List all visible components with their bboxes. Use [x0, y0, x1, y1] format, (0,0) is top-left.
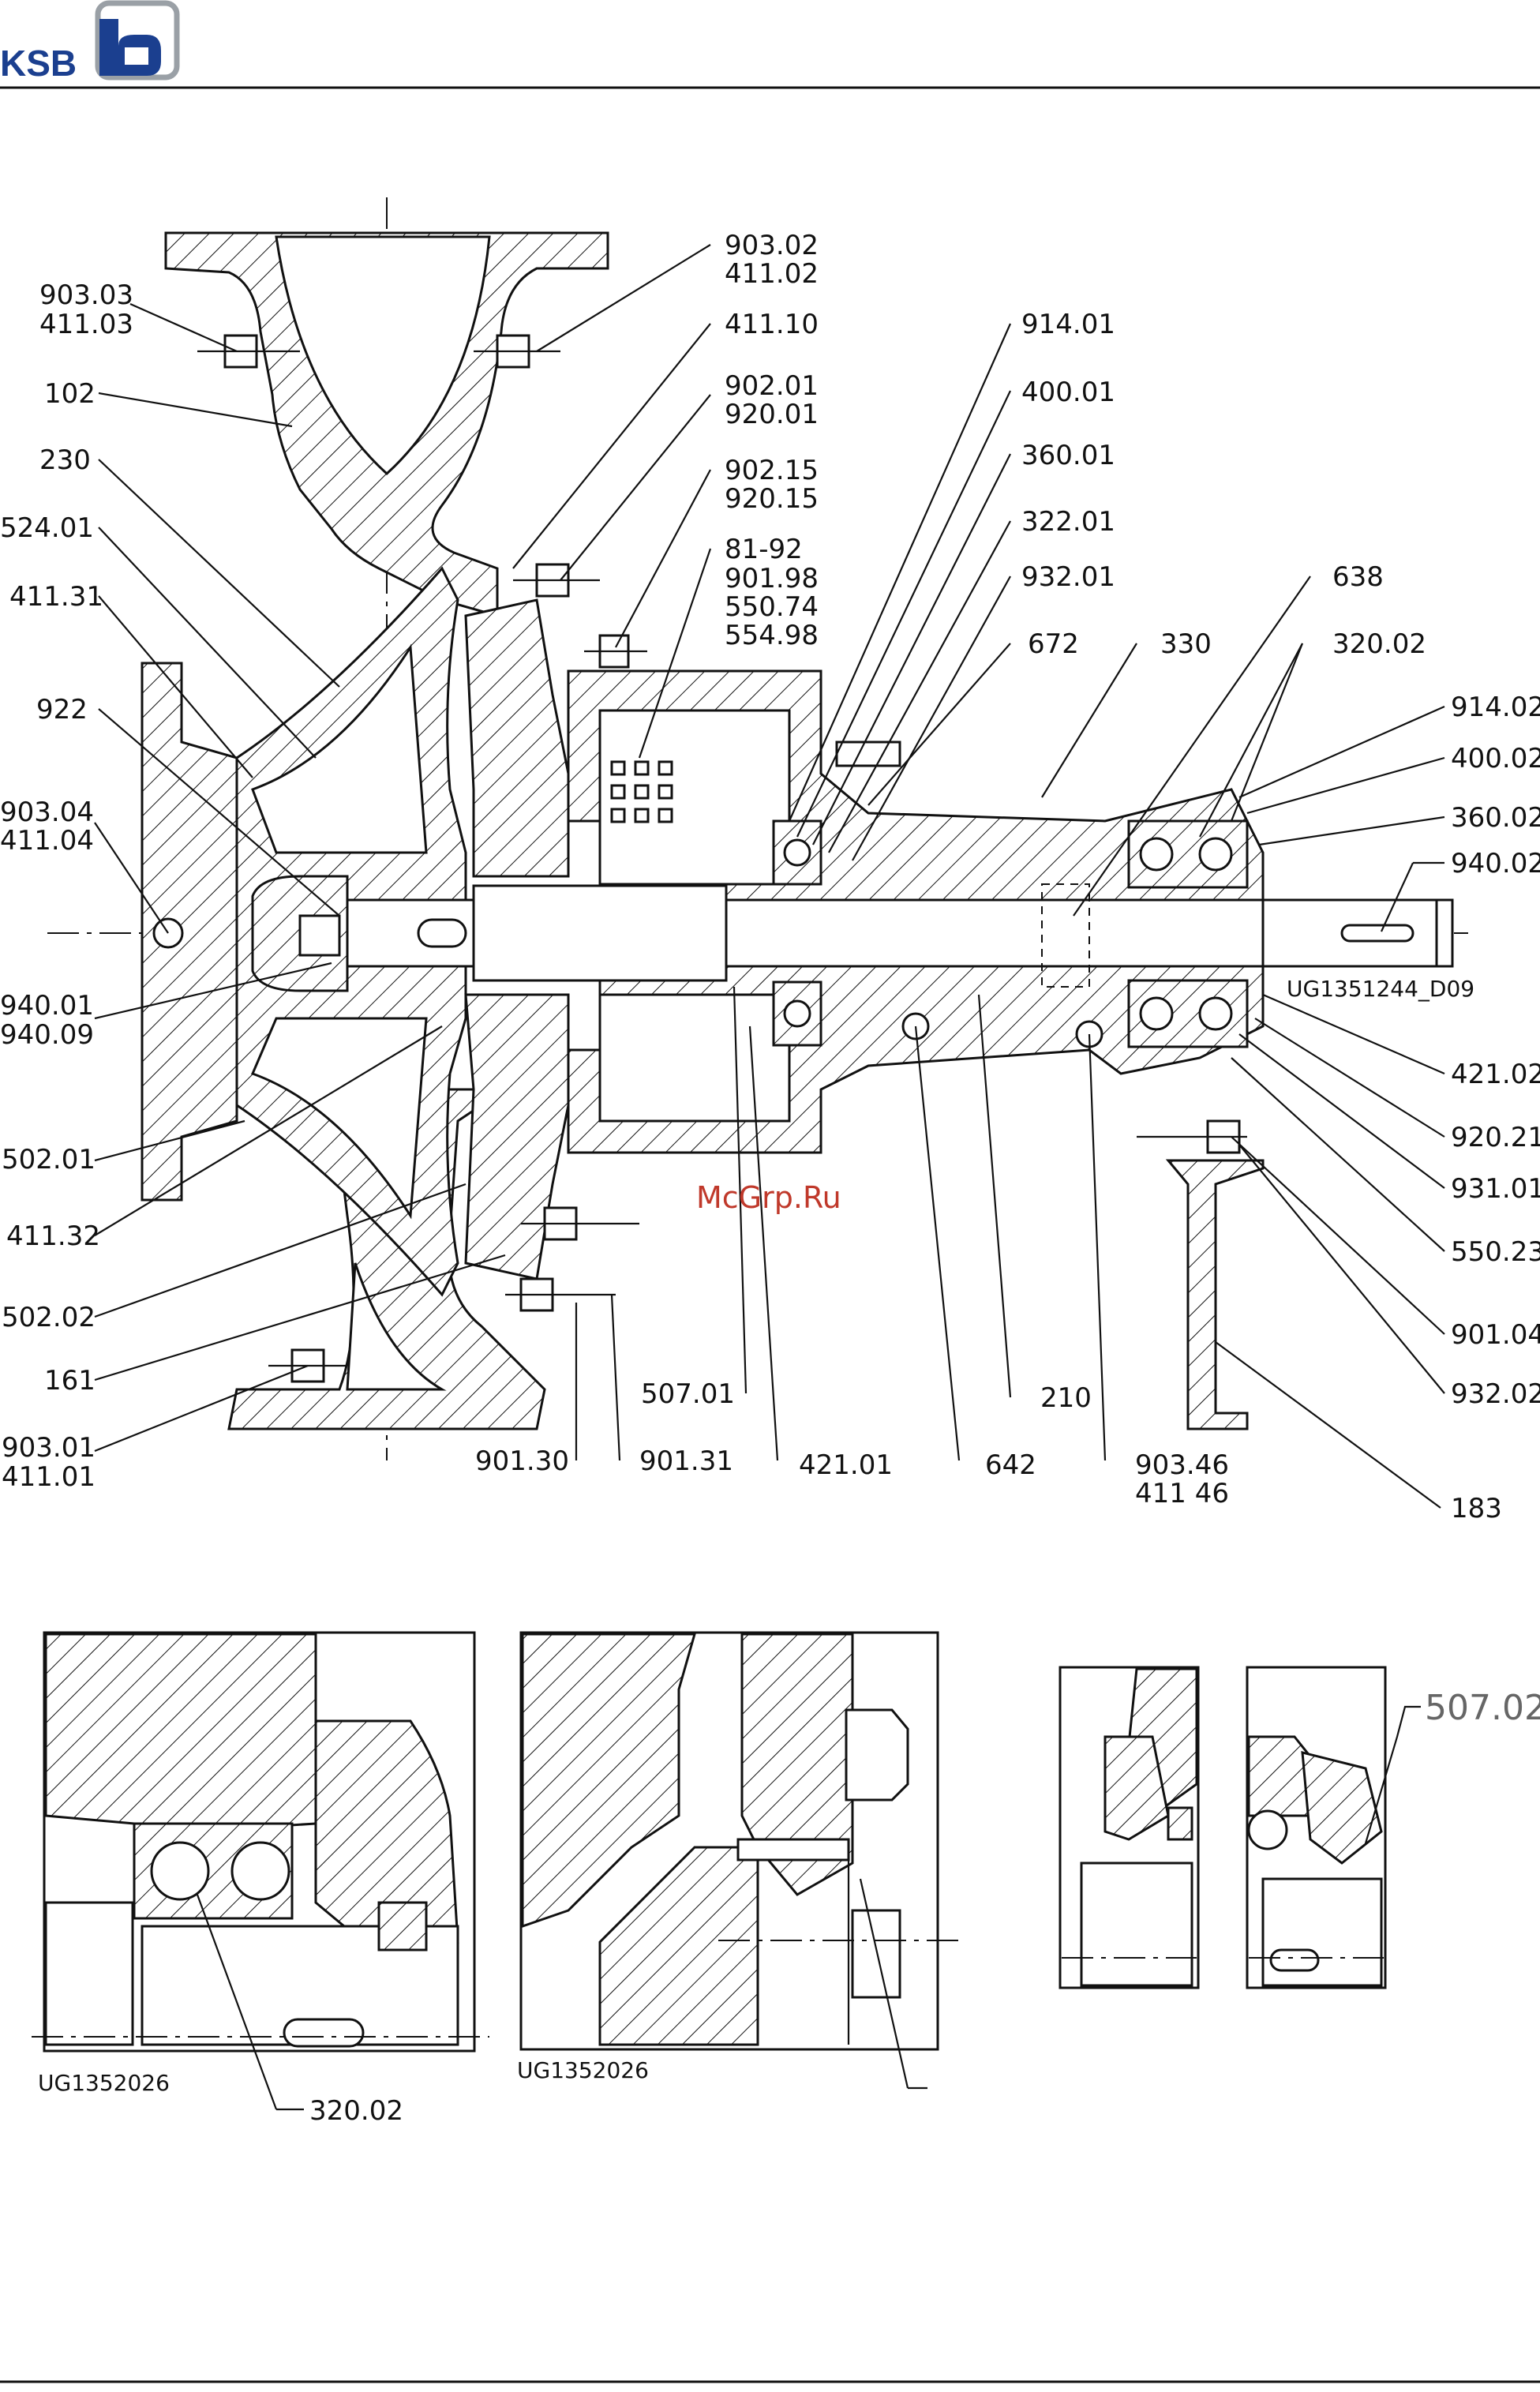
drawing-id-detail-1: UG1352026 — [38, 2070, 170, 2096]
impeller-nut-bore — [298, 914, 341, 957]
label-550-74: 550.74 — [725, 591, 819, 623]
label-507-01: 507.01 — [641, 1378, 735, 1410]
label-638: 638 — [1332, 561, 1384, 593]
label-940-02: 940.02 — [1451, 848, 1540, 879]
label-411-10: 411.10 — [725, 309, 819, 340]
volute-lower-channel — [346, 1262, 447, 1391]
shaft-collar-hidden — [1041, 883, 1090, 988]
label-320-02-detail: 320.02 — [309, 2095, 403, 2127]
label-330: 330 — [1160, 628, 1212, 660]
watermark: McGrp.Ru — [696, 1180, 841, 1215]
label-102: 102 — [44, 378, 96, 410]
shaft-key — [1340, 924, 1414, 943]
drawing-id-detail-2: UG1352026 — [517, 2057, 649, 2083]
label-901-30: 901.30 — [475, 1445, 569, 1477]
detail-view-cover-bolt: UG1352026 — [517, 1631, 959, 2090]
casing-cover-rear — [464, 598, 570, 878]
impeller-key — [417, 918, 467, 948]
label-940-01: 940.01 — [0, 990, 94, 1022]
label-183: 183 — [1451, 1493, 1502, 1524]
label-411-31: 411.31 — [9, 581, 103, 613]
label-502-02: 502.02 — [2, 1302, 96, 1333]
discharge-bore — [275, 235, 491, 476]
label-901-98: 901.98 — [725, 563, 819, 594]
main-section-drawing — [47, 197, 1468, 1460]
label-502-01: 502.01 — [2, 1144, 96, 1175]
label-421-02: 421.02 — [1451, 1059, 1540, 1090]
detail-view-seal-a — [1059, 1666, 1200, 1989]
label-903-01: 903.01 — [2, 1432, 96, 1464]
label-322-01: 322.01 — [1021, 506, 1115, 538]
bracket-vent-holes — [610, 760, 673, 823]
label-903-46: 903.46 — [1135, 1449, 1229, 1481]
label-901-04: 901.04 — [1451, 1319, 1540, 1351]
bracket-window-upper — [598, 709, 791, 886]
label-400-02: 400.02 — [1451, 743, 1540, 774]
shaft-sleeve — [472, 884, 728, 982]
support-foot — [1165, 1159, 1265, 1430]
label-922: 922 — [36, 694, 88, 725]
label-931-01: 931.01 — [1451, 1173, 1540, 1205]
label-903-04: 903.04 — [0, 797, 94, 828]
label-230: 230 — [39, 444, 91, 476]
label-642: 642 — [985, 1449, 1036, 1481]
label-902-01: 902.01 — [725, 370, 819, 402]
label-920-21: 920.21 — [1451, 1122, 1540, 1153]
label-920-01: 920.01 — [725, 399, 819, 430]
label-920-15: 920.15 — [725, 483, 819, 515]
label-524-01: 524.01 — [0, 512, 94, 544]
impeller-vane-lower — [250, 1017, 428, 1220]
label-411-04: 411.04 — [0, 825, 94, 857]
brand-logo-text: KSB — [0, 43, 77, 84]
bearing-drive-side — [1127, 819, 1249, 1048]
label-360-01: 360.01 — [1021, 440, 1115, 471]
label-554-98: 554.98 — [725, 620, 819, 651]
bracket-window-lower — [598, 993, 791, 1123]
label-932-01: 932.01 — [1021, 561, 1115, 593]
detail-view-seal-b: 507.02 — [1246, 1666, 1540, 1989]
label-411-01: 411.01 — [2, 1461, 96, 1493]
label-81-92: 81-92 — [725, 534, 803, 565]
label-210: 210 — [1040, 1382, 1092, 1414]
label-903-02: 903.02 — [725, 230, 819, 261]
drawing-id-main: UG1351244_D09 — [1287, 976, 1474, 1002]
label-507-02: 507.02 — [1425, 1688, 1540, 1728]
label-400-01: 400.01 — [1021, 377, 1115, 408]
bearing-pump-side — [772, 819, 822, 1047]
label-932-02: 932.02 — [1451, 1378, 1540, 1410]
label-320-02: 320.02 — [1332, 628, 1426, 660]
label-940-09: 940.09 — [0, 1019, 94, 1051]
label-411-02: 411.02 — [725, 258, 819, 290]
label-902-15: 902.15 — [725, 455, 819, 486]
label-411-46: 411 46 — [1135, 1478, 1229, 1509]
label-672: 672 — [1028, 628, 1079, 660]
part-labels: 903.03 411.03 102 230 524.01 411.31 922 … — [0, 230, 1540, 1524]
label-914-01: 914.01 — [1021, 309, 1115, 340]
brand-logo-icon — [95, 0, 180, 81]
leader-lines — [94, 244, 1445, 1509]
label-411-32: 411.32 — [6, 1220, 100, 1252]
label-914-02: 914.02 — [1451, 692, 1540, 723]
header: KSB — [0, 0, 1540, 89]
label-901-31: 901.31 — [639, 1445, 733, 1477]
label-550-23: 550.23 — [1451, 1236, 1540, 1268]
label-411-03: 411.03 — [39, 309, 133, 340]
impeller-vane-upper — [251, 643, 428, 854]
label-360-02: 360.02 — [1451, 802, 1540, 834]
label-421-01: 421.01 — [799, 1449, 893, 1481]
label-903-03: 903.03 — [39, 279, 133, 311]
detail-view-bearing: UG1352026 320.02 — [32, 1631, 489, 2127]
bolts — [152, 334, 1247, 1383]
label-161: 161 — [44, 1365, 96, 1397]
